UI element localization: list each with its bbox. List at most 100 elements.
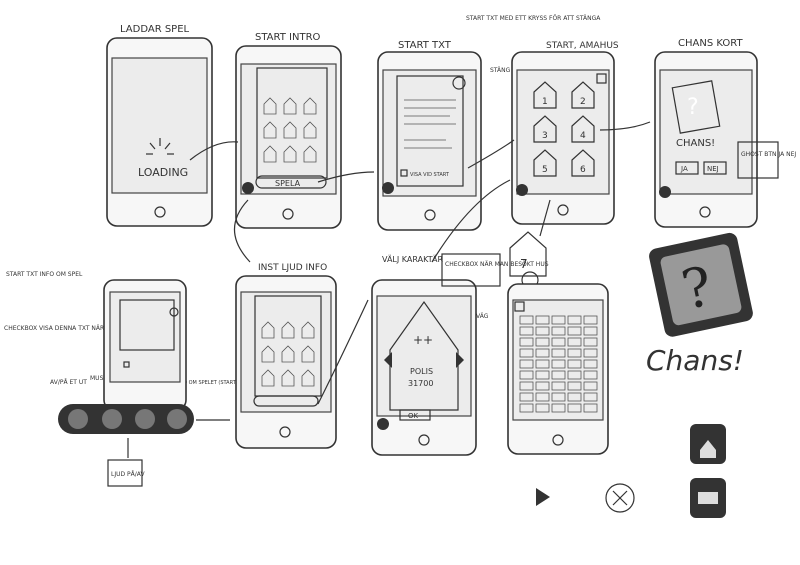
text-dialog xyxy=(396,75,464,187)
house-number: 6 xyxy=(580,165,586,175)
grid-cell xyxy=(567,370,582,380)
settings-gear-icon[interactable] xyxy=(68,409,88,429)
spinner-icon xyxy=(146,138,174,155)
music-note-icon[interactable] xyxy=(102,409,122,429)
settings-phone xyxy=(103,279,187,411)
grid-cell xyxy=(535,348,550,358)
home-button-icon[interactable] xyxy=(418,434,430,446)
house-icon[interactable] xyxy=(533,149,557,177)
mini-house-icon xyxy=(283,145,297,163)
mini-house-icon xyxy=(263,145,277,163)
grid-cell xyxy=(567,359,582,369)
no-button[interactable] xyxy=(703,161,727,175)
large-chance-card-icon: ? xyxy=(649,232,753,337)
grid-cell xyxy=(519,326,534,336)
house-icon[interactable] xyxy=(571,149,595,177)
chance-text: CHANS! xyxy=(676,138,715,149)
no-label: NEJ xyxy=(707,165,719,173)
grid-cell xyxy=(535,392,550,402)
grid-cell xyxy=(535,370,550,380)
intro-card xyxy=(256,67,328,179)
next-arrow-icon[interactable] xyxy=(456,352,464,368)
svg-text:?: ? xyxy=(687,95,699,120)
house-icon[interactable] xyxy=(533,115,557,143)
yes-button[interactable] xyxy=(675,161,699,175)
grid-cell xyxy=(583,315,598,325)
mini-house-icon xyxy=(283,121,297,139)
house-number: 7 xyxy=(520,257,528,271)
character-screen: VÄLJ KARAKTÄR ++ POLIS 31700 OK VÄG xyxy=(371,254,489,456)
close-icon[interactable] xyxy=(452,76,466,90)
grid-cell xyxy=(519,315,534,325)
mini-house-icon xyxy=(281,321,295,339)
settings-gear-icon[interactable] xyxy=(382,182,394,194)
house-icon[interactable] xyxy=(533,81,557,109)
street-label: VÄG xyxy=(476,313,489,320)
house-icon[interactable] xyxy=(571,115,595,143)
settings-gear-icon[interactable] xyxy=(659,186,671,198)
home-button-icon[interactable] xyxy=(699,206,711,218)
close-circle-icon[interactable] xyxy=(605,483,635,513)
home-button-icon[interactable] xyxy=(424,209,436,221)
mini-house-icon xyxy=(303,121,317,139)
settings-gear-icon[interactable] xyxy=(242,182,254,194)
home-toggle-icon[interactable] xyxy=(514,301,525,312)
intro-title: START INTRO xyxy=(255,32,321,43)
grid-cell xyxy=(567,392,582,402)
house-number: 2 xyxy=(580,97,586,107)
close-icon[interactable] xyxy=(169,307,179,317)
mini-house-icon xyxy=(303,97,317,115)
start-text-screen: START TXT VISA VID START START TXT MED E… xyxy=(377,15,601,231)
grid-cell xyxy=(583,337,598,347)
loading-title: LADDAR SPEL xyxy=(120,24,190,35)
mini-house-icon xyxy=(281,345,295,363)
mini-house-icon xyxy=(261,321,275,339)
home-button-icon[interactable] xyxy=(154,206,166,218)
home-button-icon[interactable] xyxy=(282,208,294,220)
info-icon[interactable] xyxy=(167,409,187,429)
mini-house-icon xyxy=(261,369,275,387)
show-at-start-checkbox[interactable] xyxy=(400,169,408,177)
play-button[interactable] xyxy=(255,175,327,189)
grid-cell xyxy=(551,403,566,413)
yes-label: JA xyxy=(680,165,688,173)
sound-info-screen: INST LJUD INFO xyxy=(235,263,337,449)
character-symbols: ++ xyxy=(413,333,433,347)
grid-cell xyxy=(551,315,566,325)
chance-title: CHANS KORT xyxy=(678,38,743,49)
mini-house-icon xyxy=(301,321,315,339)
home-button-icon[interactable] xyxy=(557,204,569,216)
show-at-start-checkbox[interactable] xyxy=(123,361,130,368)
loading-screen: LADDAR SPEL LOADING xyxy=(106,24,213,227)
mini-house-icon xyxy=(281,369,295,387)
grid-cell xyxy=(519,403,534,413)
grid-cell xyxy=(551,370,566,380)
grid-cell xyxy=(583,326,598,336)
grid-cell xyxy=(519,370,534,380)
grid-cell xyxy=(519,337,534,347)
grid-cell xyxy=(535,326,550,336)
bottom-icons xyxy=(536,424,726,518)
play-icon[interactable] xyxy=(536,488,550,506)
play-button[interactable] xyxy=(253,395,319,407)
house-number: 4 xyxy=(580,131,586,141)
home-button-icon[interactable] xyxy=(279,426,291,438)
settings-gear-icon[interactable] xyxy=(377,418,389,430)
grid-cell xyxy=(519,381,534,391)
house-icon[interactable] xyxy=(571,81,595,109)
home-toggle-icon[interactable] xyxy=(596,73,607,84)
mini-house-icon xyxy=(263,97,277,115)
home-button-icon[interactable] xyxy=(552,434,564,446)
loading-text: LOADING xyxy=(138,166,188,179)
note-start-text: START TXT INFO OM SPEL xyxy=(6,271,83,278)
sound-icon[interactable] xyxy=(135,409,155,429)
grid-cell xyxy=(535,403,550,413)
settings-gear-icon[interactable] xyxy=(516,184,528,196)
close-label: STÄNG xyxy=(490,67,511,74)
ok-button[interactable] xyxy=(399,409,431,421)
grid-cell xyxy=(519,348,534,358)
previous-arrow-icon[interactable] xyxy=(384,352,392,368)
